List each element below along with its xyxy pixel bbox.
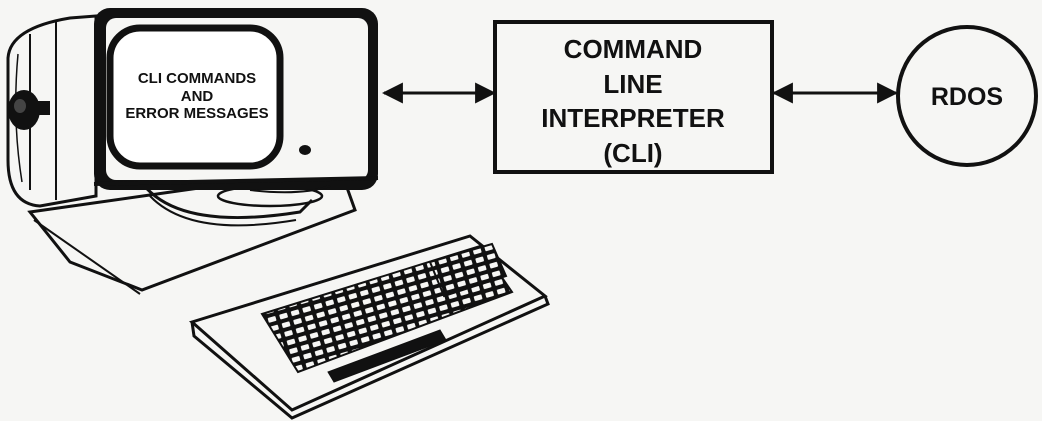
screen-text-line-1: CLI COMMANDS [138, 70, 256, 87]
keyboard [188, 234, 550, 420]
cli-box-line-2: LINE [603, 69, 662, 99]
monitor [6, 8, 379, 208]
terminal-illustration: CLI COMMANDS AND ERROR MESSAGES [6, 8, 550, 420]
power-light-icon [299, 145, 311, 155]
cli-box-line-1: COMMAND [564, 34, 703, 64]
cli-box-line-3: INTERPRETER [541, 103, 725, 133]
cli-box-line-4: (CLI) [603, 138, 662, 168]
command-line-interpreter-box: COMMAND LINE INTERPRETER (CLI) [493, 20, 774, 174]
screen-text-line-2: AND [181, 88, 214, 105]
screen-text-line-3: ERROR MESSAGES [125, 105, 268, 122]
rdos-circle: RDOS [896, 25, 1038, 167]
knob-icon [8, 90, 50, 130]
monitor-screen [106, 24, 284, 170]
rdos-label: RDOS [931, 83, 1003, 111]
